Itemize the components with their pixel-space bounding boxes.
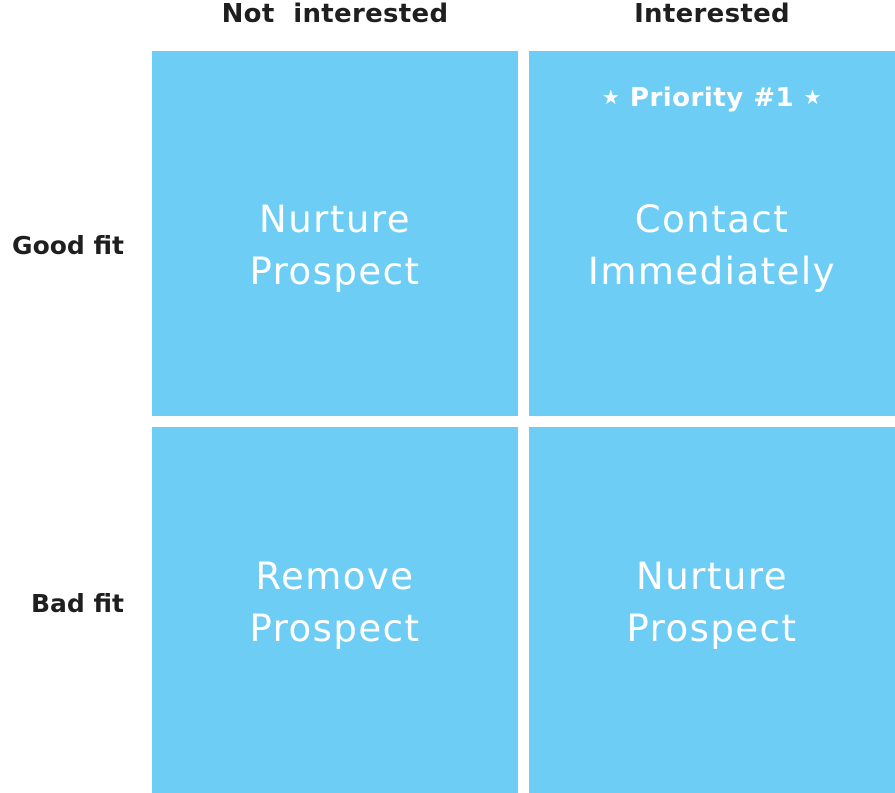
quadrant-label-line2: Prospect	[626, 607, 798, 650]
quadrant-label-line1: Nurture	[259, 198, 411, 241]
quadrant-label-line1: Remove	[255, 555, 415, 598]
quadrant-good-fit-not-interested: Nurture Prospect	[152, 51, 518, 416]
quadrant-label-line2: Prospect	[249, 607, 421, 650]
quadrant-bad-fit-not-interested: Remove Prospect	[152, 427, 518, 793]
row-header-good-fit: Good fit	[12, 231, 124, 260]
column-header-interested: Interested	[634, 0, 790, 29]
quadrant-good-fit-interested: ★ Priority #1 ★ Contact Immediately	[529, 51, 895, 416]
star-icon: ★	[803, 85, 823, 109]
quadrant-label-line1: Nurture	[636, 555, 788, 598]
quadrant-label: Contact Immediately	[529, 194, 895, 298]
quadrant-label: Nurture Prospect	[152, 194, 518, 298]
quadrant-bad-fit-interested: Nurture Prospect	[529, 427, 895, 793]
priority-badge-label: Priority #1	[629, 83, 795, 113]
quadrant-label: Nurture Prospect	[529, 551, 895, 655]
quadrant-label-line2: Immediately	[587, 250, 837, 293]
quadrant-label: Remove Prospect	[152, 551, 518, 655]
quadrant-label-line1: Contact	[634, 198, 790, 241]
priority-badge: ★ Priority #1 ★	[529, 81, 895, 114]
star-icon: ★	[601, 85, 621, 109]
column-header-not-interested: Not interested	[221, 0, 449, 29]
quadrant-label-line2: Prospect	[249, 250, 421, 293]
row-header-bad-fit: Bad fit	[30, 589, 124, 618]
